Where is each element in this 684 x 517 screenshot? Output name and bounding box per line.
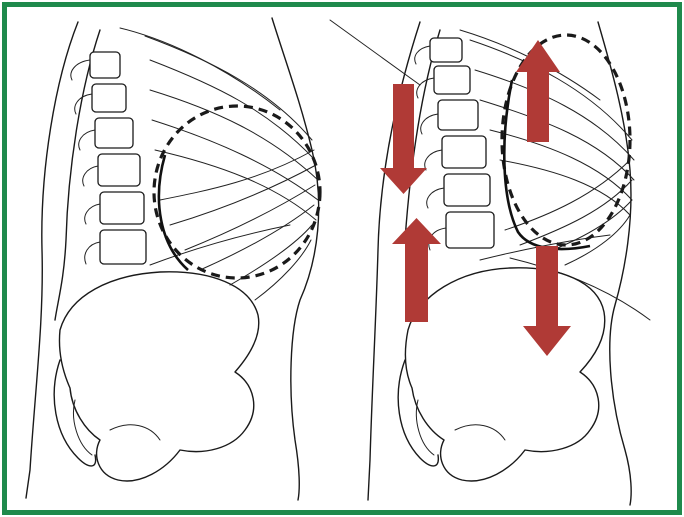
arrow-up xyxy=(516,40,560,142)
left-pelvis xyxy=(59,272,258,481)
vertebra xyxy=(90,52,120,78)
vertebra xyxy=(438,100,478,130)
right-front-contour xyxy=(598,22,631,505)
left-spine xyxy=(71,52,146,264)
vertebra xyxy=(100,192,144,224)
vertebra xyxy=(95,118,133,148)
left-back-contour xyxy=(26,22,78,498)
arrow-down xyxy=(523,246,571,356)
left-front-contour xyxy=(272,18,319,500)
vertebra xyxy=(92,84,126,112)
vertebra xyxy=(444,174,490,206)
right-panel xyxy=(330,20,650,505)
left-panel xyxy=(26,18,320,500)
right-diagonal-line xyxy=(330,20,420,85)
vertebra xyxy=(100,230,146,264)
vertebra xyxy=(446,212,494,248)
right-lower-diagonal xyxy=(510,258,650,320)
right-spine xyxy=(415,38,494,250)
left-femur-curve xyxy=(54,360,95,466)
arrow-down xyxy=(380,84,427,194)
vertebra xyxy=(442,136,486,168)
vertebra xyxy=(430,38,462,62)
right-femur-curve xyxy=(398,360,438,466)
vertebra xyxy=(434,66,470,94)
vertebra xyxy=(98,154,140,186)
right-pelvis xyxy=(405,268,604,481)
